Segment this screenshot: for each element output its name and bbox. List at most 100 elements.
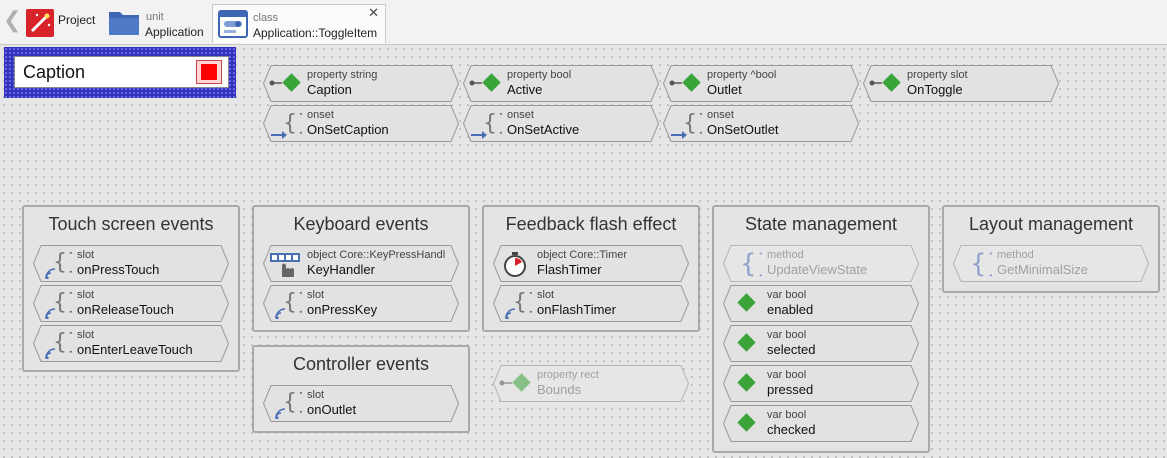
member-shape [33, 245, 229, 282]
svg-text:{}: {} [683, 111, 702, 136]
member-shape [463, 105, 659, 142]
slot-onpresskey[interactable]: {} slot onPressKey [263, 285, 459, 322]
slot-icon: {} [45, 290, 72, 319]
member-shape [493, 365, 689, 402]
slot-icon: {} [275, 390, 302, 419]
member-shape [953, 245, 1149, 282]
member-kind: property rect [537, 369, 599, 381]
tab-class-name: Application::ToggleItem [253, 26, 378, 40]
var-pressed[interactable]: var bool pressed [723, 365, 919, 402]
tab-project-label: Project [58, 13, 96, 27]
member-kind: var bool [767, 329, 807, 341]
member-kind: onset [707, 109, 734, 121]
member-kind: var bool [767, 369, 807, 381]
caption-view-frame[interactable]: Caption [4, 47, 236, 98]
member-shape [493, 245, 689, 282]
onset-icon: {} [671, 111, 702, 139]
tab-class-toggleitem[interactable]: class Application::ToggleItem ✕ [212, 4, 386, 43]
member-kind: object Core::Timer [537, 249, 628, 261]
group-title: Keyboard events [293, 214, 429, 234]
close-tab-icon[interactable]: ✕ [368, 6, 379, 21]
onset-icon: {} [471, 111, 502, 139]
slot-icon: {} [45, 250, 72, 279]
slot-onflashtimer[interactable]: {} slot onFlashTimer [493, 285, 689, 322]
key-handler-icon [270, 253, 300, 277]
slot-onenterleavetouch[interactable]: {} slot onEnterLeaveTouch [33, 325, 229, 362]
member-shape [723, 365, 919, 402]
caption-view[interactable]: Caption [14, 56, 229, 88]
onset-outlet[interactable]: {} onset OnSetOutlet [663, 105, 859, 142]
svg-text:{}: {} [970, 249, 992, 279]
member-kind: slot [307, 289, 325, 301]
member-kind: slot [307, 389, 325, 401]
member-name: onPressKey [307, 302, 378, 317]
method-updateviewstate[interactable]: {} method UpdateViewState [723, 245, 919, 282]
slot-onpresstouch[interactable]: {} slot onPressTouch [33, 245, 229, 282]
slot-onreleasetouch[interactable]: {} slot onReleaseTouch [33, 285, 229, 322]
slot-icon: {} [45, 330, 72, 359]
svg-text:{}: {} [483, 111, 502, 136]
member-name: OnSetActive [507, 122, 580, 137]
member-kind: slot [537, 289, 555, 301]
object-keyhandler[interactable]: object Core::KeyPressHandl KeyHandler [263, 245, 459, 282]
svg-text:{}: {} [740, 249, 762, 279]
object-flashtimer[interactable]: object Core::Timer FlashTimer [493, 245, 689, 282]
member-shape [33, 285, 229, 322]
member-name: onEnterLeaveTouch [77, 342, 193, 357]
tab-unit-application[interactable]: unit Application [106, 4, 208, 42]
timer-icon [504, 252, 526, 277]
onset-caption[interactable]: {} onset OnSetCaption [263, 105, 459, 142]
member-name: OnSetCaption [307, 122, 389, 137]
member-name: Caption [307, 82, 352, 97]
property-ontoggle[interactable]: property slot OnToggle [863, 65, 1059, 102]
member-shape [723, 405, 919, 442]
variable-icon [737, 333, 756, 352]
slot-onoutlet[interactable]: {} slot onOutlet [263, 385, 459, 422]
back-arrow-icon[interactable]: ❮ [3, 8, 22, 33]
member-kind: property ^bool [707, 69, 777, 81]
var-selected[interactable]: var bool selected [723, 325, 919, 362]
variable-icon [737, 293, 756, 312]
property-outlet[interactable]: property ^bool Outlet [663, 65, 859, 102]
member-kind: var bool [767, 409, 807, 421]
member-kind: slot [77, 249, 95, 261]
property-diamond-icon [669, 73, 701, 92]
onset-active[interactable]: {} onset OnSetActive [463, 105, 659, 142]
member-name: onPressTouch [77, 262, 160, 277]
member-name: UpdateViewState [767, 262, 868, 277]
member-name: onReleaseTouch [77, 302, 174, 317]
group-title: Feedback flash effect [505, 214, 677, 234]
member-shape [263, 385, 459, 422]
svg-text:{}: {} [53, 290, 72, 315]
property-caption[interactable]: property string Caption [263, 65, 459, 102]
member-shape [723, 245, 919, 282]
member-shape [493, 285, 689, 322]
member-name: Bounds [537, 382, 582, 397]
svg-text:{}: {} [53, 250, 72, 275]
var-checked[interactable]: var bool checked [723, 405, 919, 442]
member-shape [263, 245, 459, 282]
member-name: pressed [767, 382, 814, 397]
property-active[interactable]: property bool Active [463, 65, 659, 102]
var-enabled[interactable]: var bool enabled [723, 285, 919, 322]
property-diamond-icon [499, 373, 531, 392]
method-getminimalsize[interactable]: {} method GetMinimalSize [953, 245, 1149, 282]
tab-class-kind: class [253, 12, 279, 24]
class-icon [218, 10, 248, 38]
svg-text:{}: {} [283, 390, 302, 415]
member-kind: slot [77, 289, 95, 301]
member-name: enabled [767, 302, 814, 317]
member-kind: onset [307, 109, 334, 121]
member-kind: method [767, 249, 804, 261]
member-kind: onset [507, 109, 534, 121]
member-name: checked [767, 422, 816, 437]
member-name: GetMinimalSize [997, 262, 1089, 277]
caption-view-text: Caption [23, 62, 86, 82]
group-title: Layout management [968, 214, 1134, 234]
property-bounds[interactable]: property rect Bounds [493, 365, 689, 402]
member-kind: slot [77, 329, 95, 341]
member-shape [263, 105, 459, 142]
editor-tab-bar: ❮ Project unit Application class Applica… [0, 0, 1167, 45]
svg-text:{}: {} [513, 290, 532, 315]
tab-project[interactable]: Project [22, 4, 102, 42]
